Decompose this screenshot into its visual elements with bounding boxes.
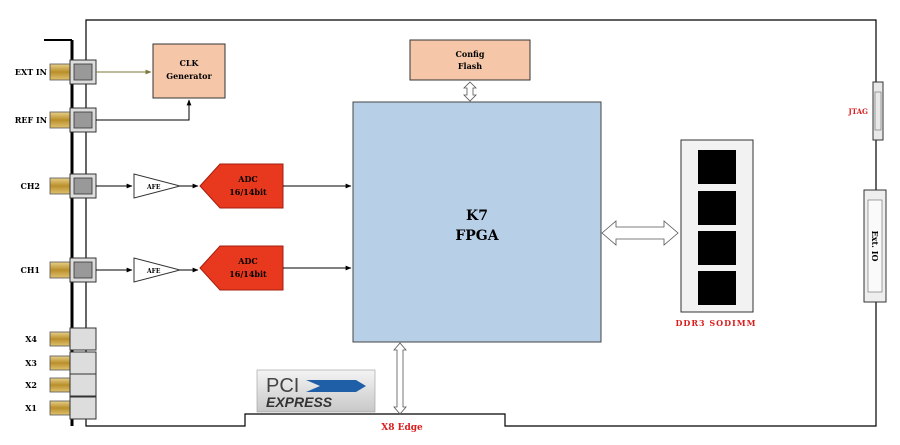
label-ch1: CH1 xyxy=(21,265,41,275)
afe-bottom-label: AFE xyxy=(146,268,161,275)
ext-io-label: Ext. IO xyxy=(870,231,880,262)
label-ref-in: REF IN xyxy=(15,115,47,125)
pci-logo-swoosh xyxy=(306,380,366,392)
jtag-header xyxy=(872,81,884,141)
label-ext-in: EXT IN xyxy=(15,67,47,77)
jtag-label: JTAG xyxy=(847,107,868,116)
adc-top-label-line2: 16/14bit xyxy=(229,187,267,197)
label-x1: X1 xyxy=(25,403,37,413)
adc-top-label-line1: ADC xyxy=(237,174,258,184)
express-logo-text: EXPRESS xyxy=(266,394,333,410)
config-fpga-bus xyxy=(463,81,477,102)
board-outline xyxy=(85,19,877,427)
ddr3-module xyxy=(680,139,754,313)
connector-x2 xyxy=(49,373,97,397)
connector-x3 xyxy=(49,351,97,375)
connector-x4 xyxy=(49,327,97,351)
ext-io-connector xyxy=(863,189,887,303)
afe-bottom-triangle xyxy=(133,257,182,283)
pci-express-logo: PCI EXPRESS xyxy=(256,369,376,413)
label-ch2: CH2 xyxy=(21,181,41,191)
fpga-label-line1: K7 xyxy=(466,208,488,224)
connector-x1 xyxy=(49,396,97,420)
adc-bottom-block xyxy=(199,245,284,291)
label-x3: X3 xyxy=(25,358,37,368)
afe-top-label: AFE xyxy=(146,184,161,191)
fpga-ddr3-bus xyxy=(601,220,679,246)
adc-top-block xyxy=(199,163,284,209)
label-x2: X2 xyxy=(25,380,37,390)
fpga-label-line2: FPGA xyxy=(455,228,499,244)
adc-bottom-label-line1: ADC xyxy=(237,256,258,266)
connector-ext-in xyxy=(49,59,97,85)
clk-generator-block xyxy=(152,43,226,99)
clk-label-line1: CLK xyxy=(180,58,200,68)
x8-edge-label: X8 Edge xyxy=(381,423,423,433)
config-flash-block xyxy=(409,39,531,81)
ref-in-to-clk-line xyxy=(96,99,192,121)
config-label-line1: Config xyxy=(456,49,485,59)
connector-ch1 xyxy=(49,257,97,283)
pci-logo-text: PCI xyxy=(266,375,299,397)
label-x4: X4 xyxy=(25,334,37,344)
fpga-block xyxy=(352,101,602,343)
afe-top-triangle xyxy=(133,173,182,199)
connector-ch2 xyxy=(49,173,97,199)
ddr3-label: DDR3 SODIMM xyxy=(675,318,756,328)
adc-bottom-label-line2: 16/14bit xyxy=(229,269,267,279)
config-label-line2: Flash xyxy=(458,61,482,71)
fpga-pcie-bus xyxy=(393,342,407,415)
connector-ref-in xyxy=(49,107,97,133)
clk-label-line2: Generator xyxy=(166,71,212,81)
